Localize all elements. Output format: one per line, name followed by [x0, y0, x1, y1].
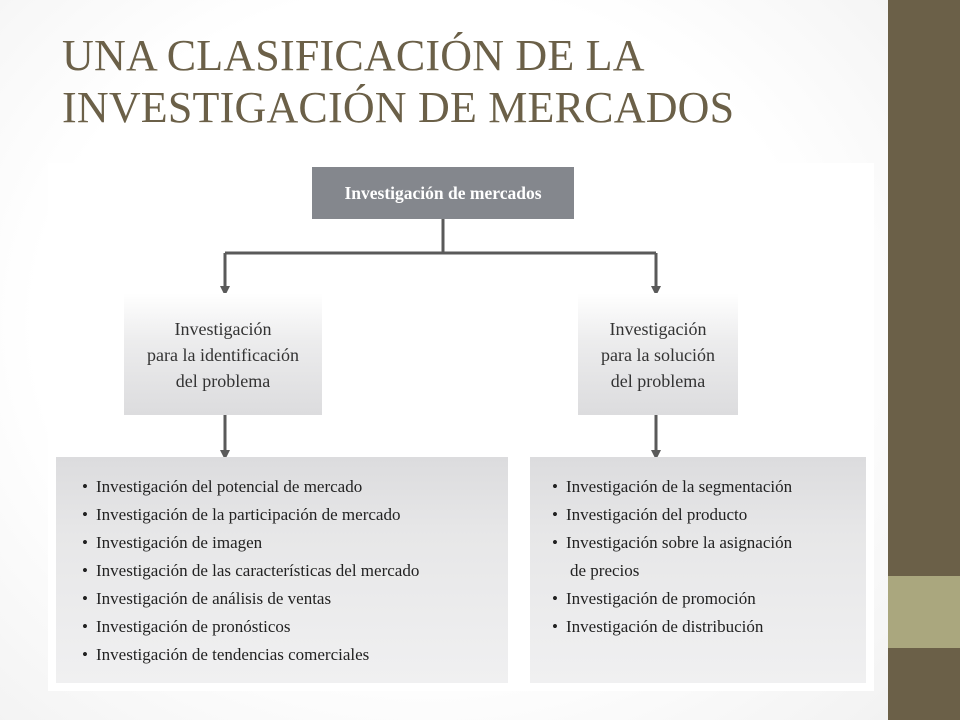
band-accent-square	[888, 576, 960, 648]
list-item: Investigación de la participación de mer…	[82, 501, 498, 529]
list-item: Investigación de imagen	[82, 529, 498, 557]
title-line-2: INVESTIGACIÓN DE MERCADOS	[62, 83, 735, 132]
problem-solution-node: Investigación para la solución del probl…	[578, 293, 738, 415]
right-heading-line: del problema	[610, 371, 706, 391]
list-item-text: Investigación sobre la asignación	[566, 533, 793, 552]
connector-lines	[220, 219, 661, 460]
title-line-1: UNA CLASIFICACIÓN DE LA	[62, 31, 645, 80]
classification-diagram: Investigación de mercados Investigación …	[48, 163, 874, 691]
list-item: Investigación de la segmentación	[552, 473, 856, 501]
root-node: Investigación de mercados	[312, 167, 574, 219]
list-item: Investigación del potencial de mercado	[82, 473, 498, 501]
list-item-continuation: de precios	[570, 561, 640, 580]
left-heading-line: para la identificación	[147, 345, 299, 365]
list-item: Investigación de las características del…	[82, 557, 498, 585]
list-item: Investigación de pronósticos	[82, 613, 498, 641]
slide-title: UNA CLASIFICACIÓN DE LA INVESTIGACIÓN DE…	[62, 30, 862, 134]
list-item: Investigación de promoción	[552, 585, 856, 613]
list-item: Investigación del producto	[552, 501, 856, 529]
problem-identification-node: Investigación para la identificación del…	[124, 293, 322, 415]
right-heading-line: para la solución	[601, 345, 715, 365]
identification-research-list: Investigación del potencial de mercado I…	[56, 457, 508, 683]
left-heading-line: Investigación	[174, 319, 272, 339]
list-item: Investigación de distribución	[552, 613, 856, 641]
left-heading-line: del problema	[175, 371, 271, 391]
right-heading-line: Investigación	[609, 319, 707, 339]
solution-research-list: Investigación de la segmentación Investi…	[530, 457, 866, 683]
list-item: Investigación sobre la asignación de pre…	[552, 529, 856, 585]
list-item: Investigación de tendencias comerciales	[82, 641, 498, 669]
list-item: Investigación de análisis de ventas	[82, 585, 498, 613]
